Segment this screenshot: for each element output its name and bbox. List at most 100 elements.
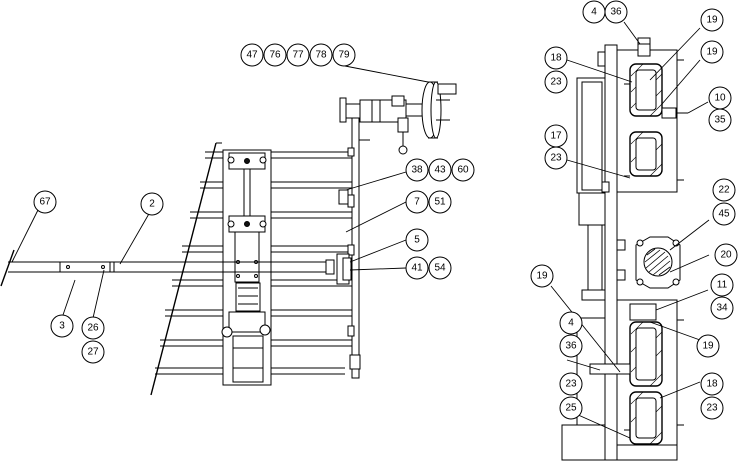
balloon-r23c: 23	[559, 372, 583, 396]
balloon-b78: 78	[309, 43, 333, 67]
handwheel-assembly	[345, 81, 457, 155]
balloon-label: 38	[411, 165, 423, 176]
balloon-label: 18	[550, 53, 562, 64]
balloon-r4b: 4	[559, 311, 583, 335]
carriage	[221, 149, 272, 386]
balloon-label: 35	[714, 115, 726, 126]
balloon-circle	[286, 43, 310, 67]
balloon-circle	[604, 0, 628, 24]
balloon-circle	[544, 46, 568, 70]
balloon-r45: 45	[712, 202, 736, 226]
balloon-label: 10	[714, 93, 726, 104]
balloon-label: 79	[338, 50, 350, 61]
balloon-circle	[559, 396, 583, 420]
balloon-b76: 76	[263, 43, 287, 67]
balloon-r19b: 19	[700, 40, 724, 64]
right-section-view	[550, 21, 710, 461]
balloon-r4a: 4	[582, 0, 606, 24]
balloon-r25: 25	[559, 396, 583, 420]
balloon-circle	[700, 8, 724, 32]
balloon-label: 19	[702, 341, 714, 352]
balloon-label: 76	[269, 50, 281, 61]
balloon-circle	[708, 108, 732, 132]
balloon-circle	[559, 372, 583, 396]
balloon-r10: 10	[708, 86, 732, 110]
balloon-circle	[405, 158, 429, 182]
balloon-r11: 11	[710, 273, 734, 297]
balloon-b77: 77	[286, 43, 310, 67]
balloon-r36b: 36	[559, 334, 583, 358]
balloon-label: 26	[87, 323, 99, 334]
hex-nut-block	[616, 236, 681, 289]
balloon-circle	[405, 228, 429, 252]
balloon-circle	[710, 273, 734, 297]
balloon-b79: 79	[332, 43, 356, 67]
right-leaders	[550, 21, 710, 439]
balloon-circle	[700, 372, 724, 396]
balloon-label: 23	[565, 379, 577, 390]
balloon-label: 23	[550, 153, 562, 164]
balloon-r19d: 19	[530, 264, 554, 288]
balloon-circle	[428, 158, 452, 182]
balloon-circle	[451, 158, 475, 182]
balloon-b41: 41	[405, 256, 429, 280]
balloon-circle	[263, 43, 287, 67]
balloon-b47: 47	[240, 43, 264, 67]
balloon-b38: 38	[405, 158, 429, 182]
balloon-b60: 60	[451, 158, 475, 182]
balloon-r19a: 19	[700, 8, 724, 32]
balloon-label: 23	[706, 403, 718, 414]
balloon-r22: 22	[712, 178, 736, 202]
balloon-b51: 51	[428, 190, 452, 214]
balloon-circle	[700, 396, 724, 420]
balloon-circle	[544, 70, 568, 94]
balloon-label: 20	[720, 250, 732, 261]
balloon-circle	[544, 146, 568, 170]
balloon-label: 17	[550, 131, 562, 142]
balloon-label: 18	[706, 379, 718, 390]
balloon-circle	[240, 43, 264, 67]
balloon-r34: 34	[710, 296, 734, 320]
balloon-r20: 20	[714, 243, 738, 267]
balloon-label: 77	[292, 50, 304, 61]
balloon-b54: 54	[428, 256, 452, 280]
balloon-label: 51	[434, 197, 446, 208]
balloon-circle	[714, 243, 738, 267]
balloon-r17: 17	[544, 124, 568, 148]
mounting-plate	[336, 97, 370, 379]
balloon-label: 4	[568, 318, 574, 329]
rect-tube-2	[629, 131, 663, 177]
balloon-circle	[81, 340, 105, 364]
balloon-circle	[559, 334, 583, 358]
main-shaft	[0, 249, 335, 287]
balloon-label: 19	[706, 47, 718, 58]
tube-hatching	[630, 63, 663, 445]
balloon-label: 60	[457, 165, 469, 176]
balloon-label: 43	[434, 165, 446, 176]
balloon-label: 23	[550, 77, 562, 88]
balloon-label: 11	[717, 280, 728, 291]
balloon-circle	[405, 190, 429, 214]
balloon-b43: 43	[428, 158, 452, 182]
balloon-circle	[530, 264, 554, 288]
balloon-circle	[50, 314, 74, 338]
balloon-circle	[712, 178, 736, 202]
rect-tube-4	[629, 391, 663, 445]
balloon-label: 67	[39, 197, 51, 208]
balloon-r35: 35	[708, 108, 732, 132]
balloon-circle	[332, 43, 356, 67]
balloon-r19c: 19	[696, 334, 720, 358]
left-leaders	[11, 65, 429, 319]
balloon-circle	[559, 311, 583, 335]
balloon-b26: 26	[81, 316, 105, 340]
balloon-label: 54	[434, 263, 446, 274]
balloon-label: 19	[536, 271, 548, 282]
balloon-label: 47	[246, 50, 258, 61]
balloon-r23a: 23	[544, 70, 568, 94]
balloon-label: 36	[565, 341, 577, 352]
balloon-label: 2	[149, 199, 155, 210]
balloon-circle	[33, 190, 57, 214]
balloon-r18b: 18	[700, 372, 724, 396]
